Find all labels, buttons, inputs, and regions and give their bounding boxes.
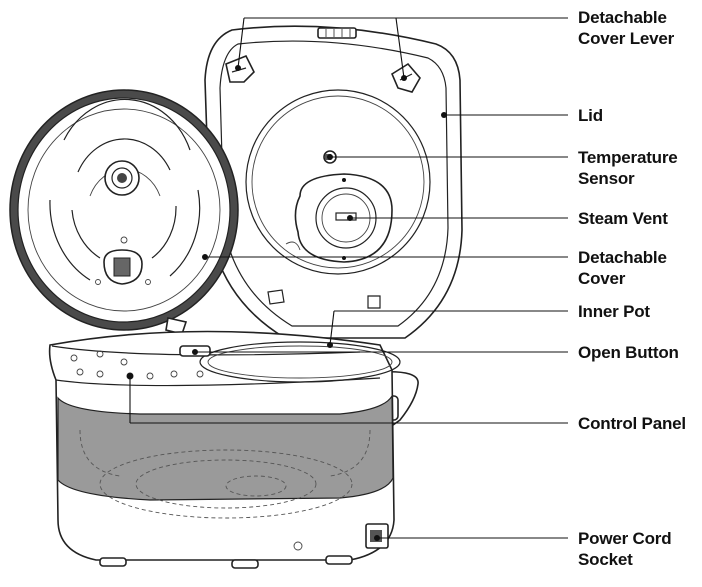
leader-dots [127, 65, 447, 541]
label-temperature-sensor-line2: Sensor [578, 169, 635, 188]
label-lid: Lid [578, 106, 603, 125]
label-cover-lever-line1: Detachable [578, 8, 667, 27]
label-inner-pot: Inner Pot [578, 302, 650, 321]
label-detachable-cover-line2: Cover [578, 269, 626, 288]
label-control-panel: Control Panel [578, 414, 686, 433]
lid-inner-plate [245, 89, 431, 275]
label-open-button: Open Button [578, 343, 679, 362]
label-detachable-cover-line1: Detachable [578, 248, 667, 267]
label-cover-lever-line2: Cover Lever [578, 29, 675, 48]
label-power-cord-line2: Socket [578, 550, 633, 569]
leader-lines [129, 17, 568, 539]
label-power-cord-line1: Power Cord [578, 529, 671, 548]
steam-vent-housing [294, 173, 393, 263]
cooker-body [48, 330, 419, 569]
label-temperature-sensor-line1: Temperature [578, 148, 678, 167]
detachable-cover [9, 89, 239, 335]
label-steam-vent: Steam Vent [578, 209, 668, 228]
